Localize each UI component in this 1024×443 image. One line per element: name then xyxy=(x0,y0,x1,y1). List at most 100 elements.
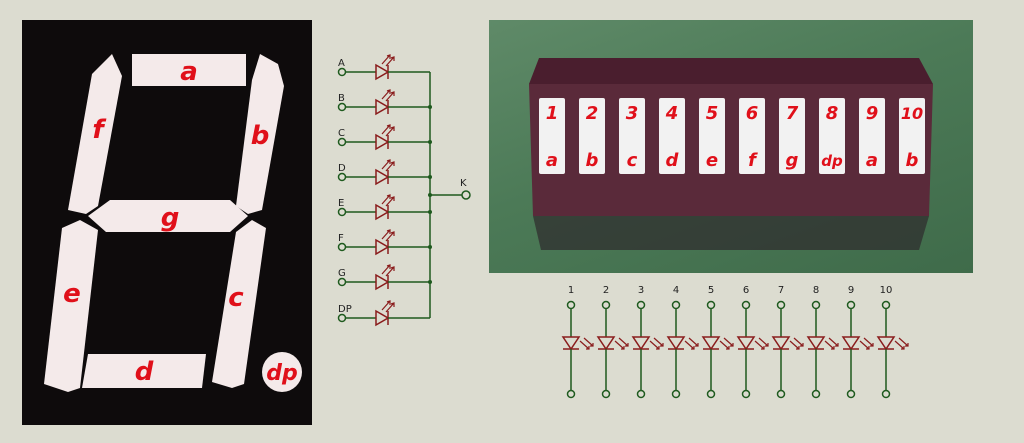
bar-pin-label: 8 xyxy=(813,285,819,296)
pin-segment: dp xyxy=(821,152,843,170)
input-label: A xyxy=(338,58,345,69)
light-arrows-icon xyxy=(754,337,769,350)
led-symbol xyxy=(375,98,390,116)
bar-pin-label: 6 xyxy=(743,285,749,296)
bar-terminal-bottom xyxy=(636,389,646,399)
input-label: F xyxy=(338,233,344,244)
pin-segment: g xyxy=(786,150,799,171)
window-face xyxy=(619,98,645,174)
light-arrows-icon xyxy=(381,54,395,67)
segment-e xyxy=(44,220,98,392)
schematic-row: A xyxy=(337,54,430,81)
package-window: 8dp xyxy=(819,98,845,174)
input-terminal xyxy=(337,172,347,182)
bar-led-column: 5 xyxy=(701,285,734,399)
bar-terminal-top xyxy=(741,300,751,310)
pin-number: 10 xyxy=(901,104,923,123)
package-window: 7g xyxy=(779,98,805,174)
bar-terminal-bottom xyxy=(741,389,751,399)
segment-f xyxy=(68,54,122,214)
pin-number: 3 xyxy=(626,103,639,124)
bar-led-symbol xyxy=(876,336,896,351)
light-arrows-icon xyxy=(381,300,395,313)
window-face xyxy=(539,98,565,174)
bar-led-column: 7 xyxy=(771,285,804,399)
light-arrows-icon xyxy=(684,337,699,350)
bar-led-symbol xyxy=(701,336,721,351)
bar-led-symbol xyxy=(666,336,686,351)
pin-segment: c xyxy=(627,150,638,171)
pin-segment: b xyxy=(586,150,599,171)
bar-pin-label: 7 xyxy=(778,285,784,296)
package-window: 9a xyxy=(859,98,885,174)
package-window: 4d xyxy=(659,98,685,174)
window-face xyxy=(859,98,885,174)
window-face xyxy=(739,98,765,174)
bar-terminal-top xyxy=(636,300,646,310)
segment-a xyxy=(132,54,246,86)
bar-terminal-top xyxy=(601,300,611,310)
light-arrows-icon xyxy=(381,124,395,137)
pin-segment: f xyxy=(748,150,758,171)
pin-segment: a xyxy=(546,150,558,171)
bar-pin-label: 2 xyxy=(603,285,609,296)
light-arrows-icon xyxy=(649,337,664,350)
bar-terminal-top xyxy=(846,300,856,310)
schematic-row: D xyxy=(337,159,432,186)
bar-terminal-bottom xyxy=(671,389,681,399)
schematic-row: C xyxy=(337,124,432,151)
label-a: a xyxy=(180,57,198,87)
window-face xyxy=(899,98,925,174)
segment-shapes: a b f g e c d dp xyxy=(44,54,302,392)
led-symbol xyxy=(375,309,390,327)
light-arrows-icon xyxy=(381,229,395,242)
bar-led-symbol xyxy=(631,336,651,351)
label-g: g xyxy=(161,203,180,233)
pin-number: 7 xyxy=(786,103,799,124)
bar-terminal-top xyxy=(706,300,716,310)
bar-pin-label: 10 xyxy=(880,285,893,296)
bar-led-column: 4 xyxy=(666,285,699,399)
label-f: f xyxy=(92,115,107,145)
light-arrows-icon xyxy=(381,159,395,172)
window-face xyxy=(819,98,845,174)
schematic-row: B xyxy=(337,89,432,116)
bar-led-column: 9 xyxy=(841,285,874,399)
cathode-terminal xyxy=(461,190,471,200)
segment-g xyxy=(88,200,248,232)
input-terminal xyxy=(337,137,347,147)
cathode-label: K xyxy=(460,178,467,189)
bar-pin-label: 5 xyxy=(708,285,714,296)
input-terminal xyxy=(337,313,347,323)
bar-pin-label: 4 xyxy=(673,285,679,296)
light-arrows-icon xyxy=(719,337,734,350)
input-label: D xyxy=(338,163,346,174)
segment-c xyxy=(212,220,266,388)
light-arrows-icon xyxy=(579,337,594,350)
input-terminal xyxy=(337,242,347,252)
bar-led-symbol xyxy=(806,336,826,351)
package-shadow xyxy=(533,216,929,250)
led-symbol xyxy=(375,63,390,81)
label-b: b xyxy=(251,121,270,151)
label-e: e xyxy=(63,279,81,309)
input-label: DP xyxy=(338,304,352,315)
bar-led-column: 10 xyxy=(876,285,909,399)
window-face xyxy=(659,98,685,174)
window-face xyxy=(699,98,725,174)
input-terminal xyxy=(337,207,347,217)
light-arrows-icon xyxy=(381,89,395,102)
package-window: 1a xyxy=(539,98,565,174)
led-symbol xyxy=(375,168,390,186)
package-top xyxy=(529,58,933,84)
light-arrows-icon xyxy=(859,337,874,350)
bar-terminal-top xyxy=(566,300,576,310)
input-terminal xyxy=(337,277,347,287)
pin-number: 6 xyxy=(746,103,759,124)
pin-number: 4 xyxy=(665,103,679,124)
bar-led-symbol xyxy=(736,336,756,351)
junction-dot xyxy=(428,193,432,197)
pin-segment: d xyxy=(666,150,680,171)
